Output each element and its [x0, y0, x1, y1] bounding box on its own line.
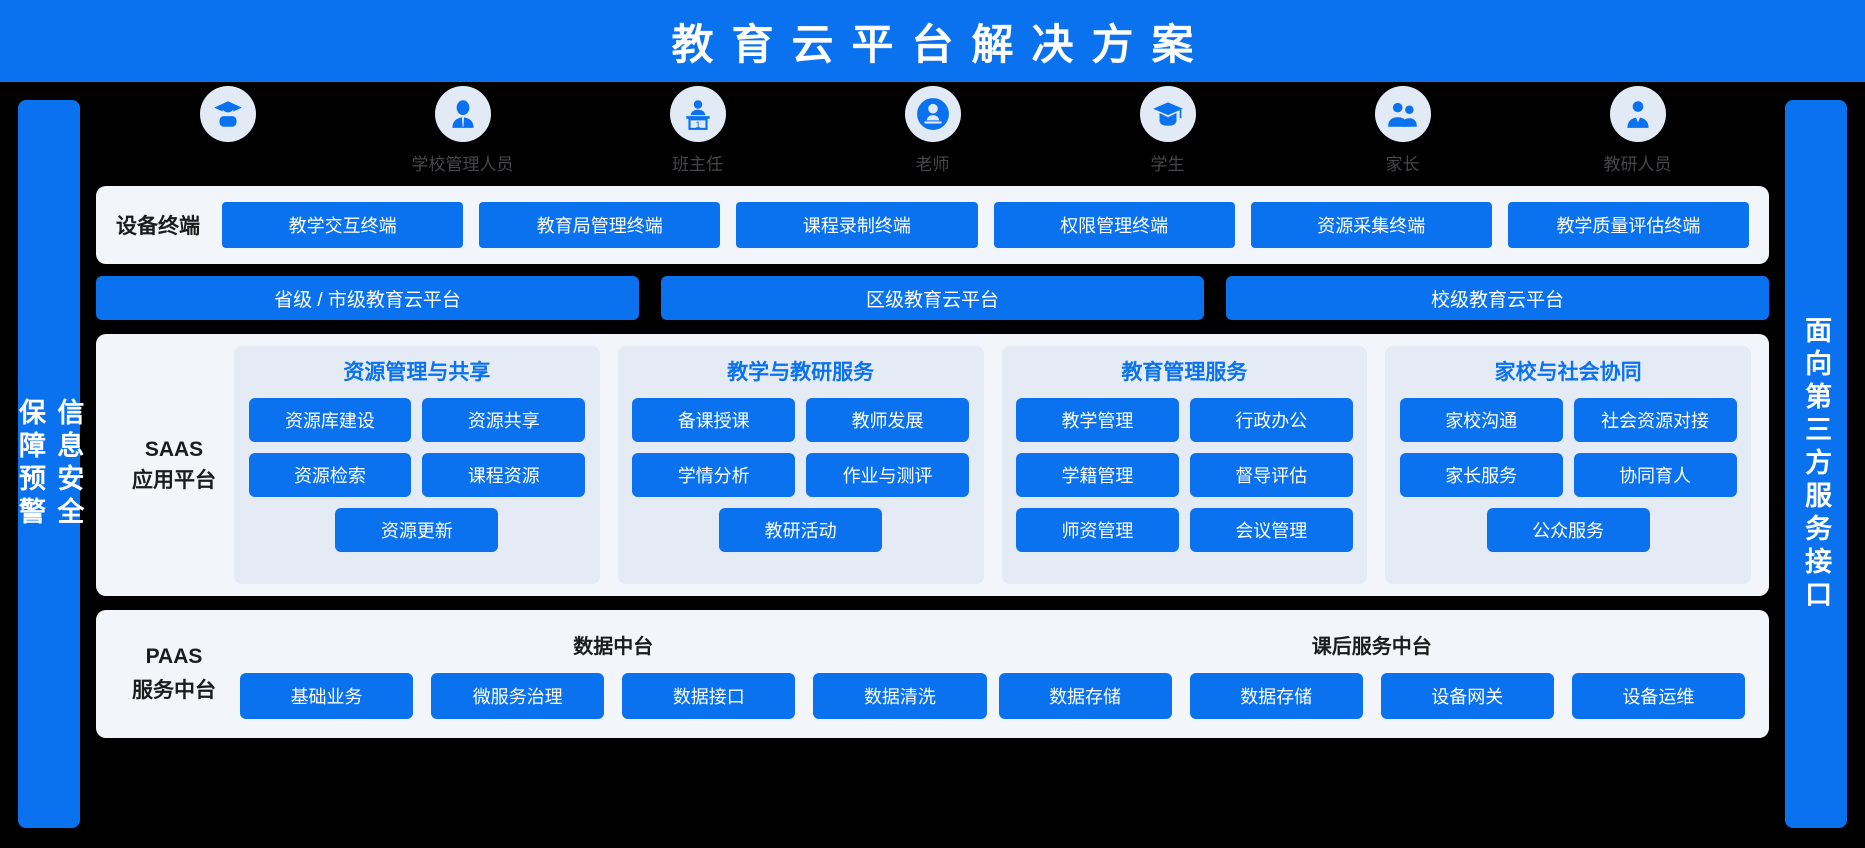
role-item[interactable]	[110, 86, 345, 150]
paas-group-after-school: 课后服务中台 数据存储 数据存储 设备网关 设备运维	[993, 610, 1752, 738]
saas-groups: 资源管理与共享 资源库建设 资源共享 资源检索 课程资源 资源更新 教学与教研服…	[234, 346, 1751, 584]
saas-item[interactable]: 家长服务	[1399, 453, 1563, 497]
paas-item[interactable]: 数据存储	[998, 672, 1172, 719]
saas-group-title: 家校与社会协同	[1494, 361, 1642, 384]
cloud-platform-chip[interactable]: 省级 / 市级教育云平台	[96, 276, 639, 320]
paas-item[interactable]: 设备网关	[1380, 672, 1554, 719]
saas-item[interactable]: 备课授课	[632, 398, 796, 442]
saas-item[interactable]: 教师发展	[806, 398, 969, 442]
paas-group-items: 基础业务 微服务治理 数据接口 数据清洗	[240, 672, 987, 719]
paas-group-items: 数据存储 数据存储 设备网关 设备运维	[998, 672, 1745, 719]
saas-item[interactable]: 行政办公	[1189, 398, 1353, 442]
device-terminal-chip[interactable]: 教学质量评估终端	[1507, 202, 1750, 248]
teacher-podium-icon: 1	[669, 86, 726, 142]
saas-group-title: 教育管理服务	[1121, 361, 1248, 384]
cloud-platform-chip[interactable]: 校级教育云平台	[1226, 276, 1769, 320]
saas-group-title: 教学与教研服务	[727, 361, 875, 384]
role-item[interactable]: 学生	[1050, 86, 1285, 175]
paas-groups: 数据中台 基础业务 微服务治理 数据接口 数据清洗 课后服务中台 数据存储 数据…	[234, 610, 1751, 738]
device-terminal-row: 设备终端 教学交互终端 教育局管理终端 课程录制终端 权限管理终端 资源采集终端…	[96, 186, 1769, 264]
saas-item[interactable]: 家校沟通	[1399, 398, 1563, 442]
sidebar-third-party-interface: 面向第三方服务接口	[1785, 100, 1847, 828]
cloud-platform-chip[interactable]: 区级教育云平台	[661, 276, 1204, 320]
saas-item[interactable]: 作业与测评	[806, 453, 969, 497]
saas-group-items: 备课授课 教师发展 学情分析 作业与测评 教研活动	[632, 398, 970, 552]
role-label: 学校管理人员	[411, 155, 514, 174]
device-terminal-chip[interactable]: 教学交互终端	[222, 202, 464, 248]
saas-item[interactable]: 公众服务	[1486, 508, 1650, 552]
main-content: 学校管理人员 1 班主任 老师 学生	[96, 86, 1769, 836]
sidebar-information-security: 信息安全 保障预警	[15, 100, 83, 828]
saas-group-items: 教学管理 行政办公 学籍管理 督导评估 师资管理 会议管理	[1016, 398, 1354, 552]
role-item[interactable]: 老师	[815, 86, 1050, 175]
saas-group-items: 资源库建设 资源共享 资源检索 课程资源 资源更新	[248, 398, 586, 552]
header-banner: 教育云平台解决方案	[0, 0, 1865, 82]
paas-group-title: 课后服务中台	[1311, 635, 1432, 658]
manager-person-icon	[434, 86, 491, 142]
teacher-person-icon	[904, 86, 961, 142]
saas-item[interactable]: 协同育人	[1573, 453, 1737, 497]
paas-item[interactable]: 数据存储	[1189, 672, 1363, 719]
graduate-person-icon	[199, 86, 256, 142]
saas-group-collaboration: 家校与社会协同 家校沟通 社会资源对接 家长服务 协同育人 公众服务	[1385, 346, 1751, 584]
paas-item[interactable]: 微服务治理	[431, 672, 605, 719]
saas-item[interactable]: 教研活动	[719, 508, 883, 552]
saas-group-title: 资源管理与共享	[343, 361, 491, 384]
roles-row: 学校管理人员 1 班主任 老师 学生	[96, 86, 1769, 184]
saas-group-management: 教育管理服务 教学管理 行政办公 学籍管理 督导评估 师资管理 会议管理	[1001, 346, 1368, 584]
role-item[interactable]: 学校管理人员	[345, 86, 580, 175]
saas-item[interactable]: 课程资源	[422, 453, 586, 497]
parents-group-icon	[1374, 86, 1431, 142]
researcher-person-icon	[1609, 86, 1666, 142]
role-item[interactable]: 1 班主任	[580, 86, 815, 175]
paas-item[interactable]: 数据接口	[622, 672, 796, 719]
role-label: 班主任	[672, 155, 723, 174]
saas-group-items: 家校沟通 社会资源对接 家长服务 协同育人 公众服务	[1399, 398, 1737, 552]
saas-item[interactable]: 社会资源对接	[1573, 398, 1737, 442]
saas-item[interactable]: 资源共享	[422, 398, 586, 442]
saas-item[interactable]: 资源检索	[248, 453, 412, 497]
role-item[interactable]: 教研人员	[1520, 86, 1755, 175]
sidebar-left-label: 信息安全 保障预警	[15, 398, 84, 530]
saas-item[interactable]: 资源库建设	[248, 398, 412, 442]
role-label: 学生	[1150, 155, 1185, 174]
device-terminal-chip[interactable]: 权限管理终端	[993, 202, 1235, 248]
paas-group-title: 数据中台	[573, 635, 654, 658]
paas-item[interactable]: 基础业务	[240, 672, 414, 719]
saas-group-teaching: 教学与教研服务 备课授课 教师发展 学情分析 作业与测评 教研活动	[617, 346, 984, 584]
saas-item[interactable]: 教学管理	[1016, 398, 1179, 442]
role-label: 老师	[915, 155, 950, 174]
paas-group-data-midend: 数据中台 基础业务 微服务治理 数据接口 数据清洗	[234, 610, 993, 738]
device-terminal-chip[interactable]: 教育局管理终端	[479, 202, 721, 248]
saas-group-resource: 资源管理与共享 资源库建设 资源共享 资源检索 课程资源 资源更新	[234, 346, 600, 584]
role-label: 家长	[1385, 155, 1420, 174]
saas-item[interactable]: 督导评估	[1189, 453, 1353, 497]
paas-item[interactable]: 数据清洗	[813, 672, 987, 719]
saas-item[interactable]: 师资管理	[1016, 508, 1179, 552]
device-terminal-chip[interactable]: 资源采集终端	[1250, 202, 1492, 248]
paas-item[interactable]: 设备运维	[1571, 672, 1745, 719]
graduation-cap-icon	[1139, 86, 1196, 142]
saas-item[interactable]: 学情分析	[632, 453, 796, 497]
saas-item[interactable]: 会议管理	[1189, 508, 1353, 552]
device-terminal-label: 设备终端	[116, 215, 200, 238]
cloud-platform-row: 省级 / 市级教育云平台 区级教育云平台 校级教育云平台	[96, 276, 1769, 320]
role-item[interactable]: 家长	[1285, 86, 1520, 175]
svg-text:1: 1	[695, 120, 700, 131]
saas-item[interactable]: 资源更新	[335, 508, 499, 552]
saas-item[interactable]: 学籍管理	[1016, 453, 1179, 497]
role-label: 教研人员	[1603, 155, 1672, 174]
page-title: 教育云平台解决方案	[671, 20, 1212, 68]
sidebar-right-label: 面向第三方服务接口	[1801, 315, 1832, 613]
device-terminal-chip[interactable]: 课程录制终端	[736, 202, 978, 248]
